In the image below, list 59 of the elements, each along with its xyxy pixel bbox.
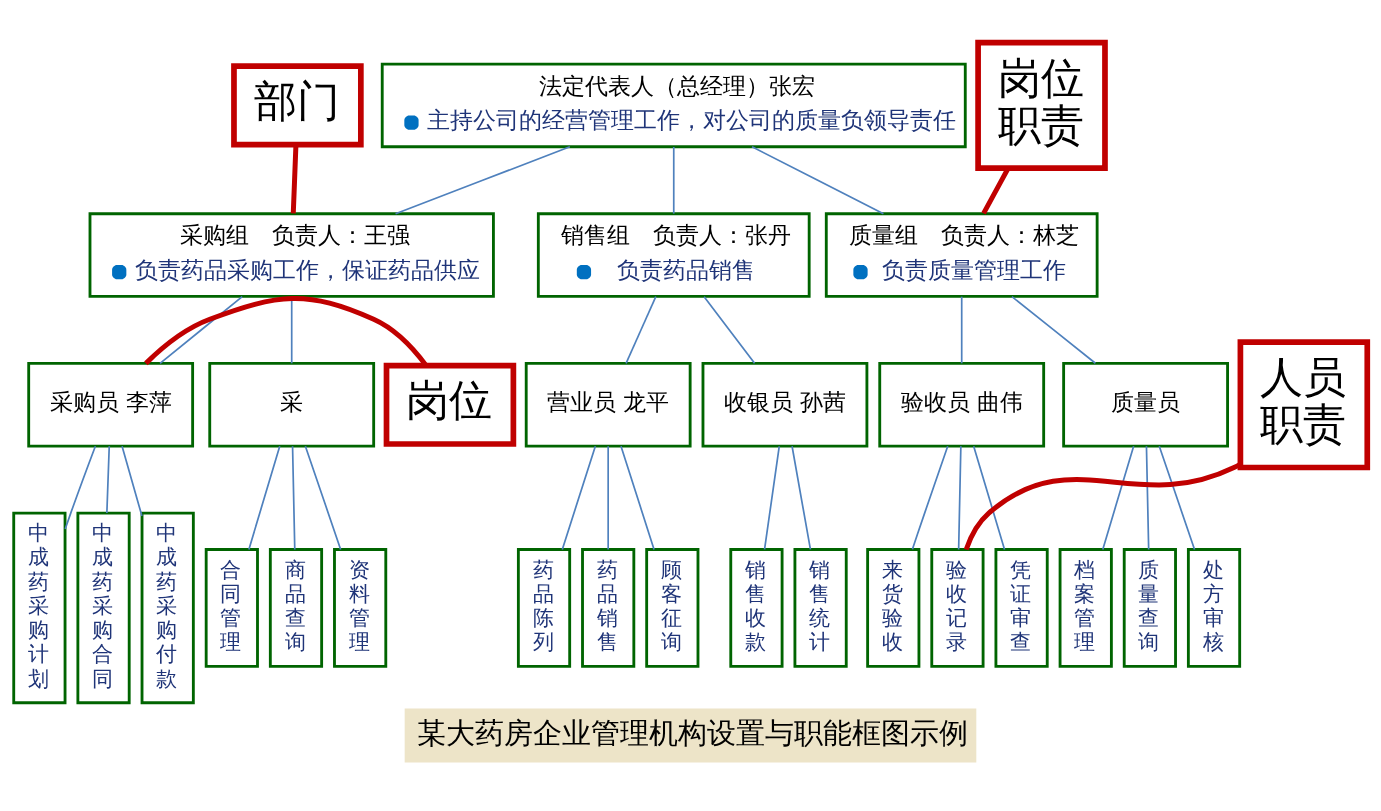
connector	[1145, 445, 1150, 551]
node-box: 验收记录	[930, 548, 985, 668]
connector	[607, 445, 610, 551]
node-box: 顾客征询	[645, 548, 700, 668]
node-box: 来货验收	[866, 548, 921, 668]
caption: 某大药房企业管理机构设置与职能框图示例	[416, 716, 968, 750]
node-box: 营业员 龙平	[524, 362, 692, 448]
node-box: 药品陈列	[516, 548, 572, 668]
node-box: 验收员 曲伟	[878, 362, 1046, 448]
node-box: 质量查询	[1122, 548, 1177, 668]
connector	[1158, 445, 1196, 551]
node-box: 中成药采购合同	[76, 511, 131, 705]
connector	[291, 445, 296, 551]
node-box: 人员职责	[1237, 339, 1371, 471]
connector	[625, 295, 657, 365]
connector	[791, 445, 812, 551]
connector	[957, 445, 962, 551]
node-box: 销售组 负责人：张丹 负责药品销售	[536, 212, 811, 298]
connector	[159, 295, 244, 365]
node-box: 销售统计	[793, 548, 848, 668]
connector	[672, 146, 675, 215]
node-box: 销售收款	[729, 548, 784, 668]
node-box: 资料管理	[333, 548, 388, 668]
connector	[121, 445, 143, 517]
node-box: 凭证审查	[994, 548, 1049, 668]
connector	[248, 445, 281, 551]
connector	[561, 445, 597, 551]
connector	[64, 445, 97, 530]
connector	[911, 445, 949, 551]
node-box: 部门	[231, 63, 364, 148]
node-box: 档案管理	[1058, 548, 1113, 668]
node-box: 质量组 负责人：林芝 负责质量管理工作	[824, 212, 1099, 298]
connector	[144, 296, 428, 367]
node-box: 法定代表人（总经理）张宏 主持公司的经营管理工作，对公司的质量负领导责任	[380, 62, 967, 149]
connector	[972, 445, 1006, 551]
node-box: 质量员	[1062, 362, 1229, 448]
node-box: 采	[208, 362, 376, 448]
node-box: 收银员 孙茜	[701, 362, 869, 448]
connector	[703, 295, 756, 365]
node-box: 中成药采购计划	[12, 511, 67, 705]
connector	[620, 445, 655, 551]
connector	[1011, 295, 1097, 365]
connector	[106, 445, 111, 514]
connector	[394, 145, 571, 215]
node-box: 岗位职责	[975, 39, 1108, 171]
connector	[1101, 445, 1135, 551]
node-box: 合同管理	[204, 548, 259, 668]
node-box: 中成药采购付款	[140, 511, 195, 705]
connector	[960, 295, 963, 365]
node-box: 采购组 负责人：王强 负责药品采购工作，保证药品供应	[88, 212, 495, 298]
connector	[304, 445, 342, 551]
connector	[763, 445, 781, 551]
connector	[290, 144, 299, 214]
connector	[751, 145, 885, 215]
node-box: 采购员 李萍	[27, 362, 195, 448]
node-box: 处方审核	[1186, 548, 1242, 668]
node-box: 商品查询	[268, 548, 324, 668]
node-box: 岗位	[383, 362, 517, 447]
node-box: 药品销售	[581, 548, 636, 668]
